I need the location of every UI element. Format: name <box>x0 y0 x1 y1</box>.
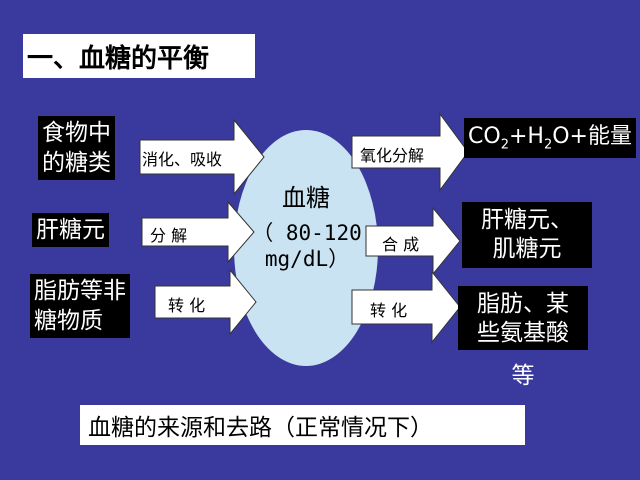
blood-sugar-ellipse <box>234 130 378 366</box>
arrow-conversion-right <box>351 270 461 344</box>
label-synthesis: 合 成 <box>382 235 420 254</box>
range-line-1: （ 80-120 <box>252 221 362 245</box>
energy-text: O+能量 <box>552 124 632 149</box>
co2-text: CO <box>468 124 501 149</box>
source-glycogen: 肝糖元 <box>32 213 109 247</box>
slide-title: 一、血糖的平衡 <box>23 34 255 78</box>
blood-sugar-title: 血糖 <box>282 184 330 212</box>
arrow-oxidation <box>351 112 469 192</box>
label-digestion: 消化、吸收 <box>142 150 223 169</box>
source-non-sugar: 脂肪等非 糖物质 <box>30 274 130 338</box>
dest-fat-amino-acids: 脂肪、某 些氨基酸 <box>458 286 588 350</box>
arrow-decomposition <box>141 200 255 264</box>
label-oxidation: 氧化分解 <box>360 146 425 165</box>
dest-co2-water-energy: CO2+H2O+能量 <box>464 118 636 158</box>
label-conversion-left: 转 化 <box>168 296 206 315</box>
source-non-sugar-line-1: 脂肪等非 <box>34 278 126 304</box>
source-food-line-2: 的糖类 <box>42 150 111 176</box>
blood-sugar-label: 血糖 <box>236 184 376 212</box>
source-non-sugar-line-2: 糖物质 <box>34 308 103 334</box>
dest-fat-line-2: 些氨基酸 <box>477 320 569 346</box>
dest-glycogen-line-2: 肌糖元 <box>492 236 562 262</box>
dest-fat-line-1: 脂肪、某 <box>477 291 569 317</box>
source-food-line-1: 食物中 <box>42 120 111 146</box>
arrow-digestion <box>139 118 265 196</box>
blood-sugar-range: （ 80-120 mg/dL） <box>232 220 382 272</box>
dest-glycogen: 肝糖元、 肌糖元 <box>462 202 592 268</box>
range-line-2: mg/dL） <box>264 247 350 271</box>
label-decomposition: 分 解 <box>150 226 188 245</box>
diagram-caption: 血糖的来源和去路（正常情况下） <box>80 405 525 445</box>
co2-subscript: 2 <box>500 137 509 153</box>
source-food-carbohydrates: 食物中 的糖类 <box>38 116 115 180</box>
h2o-subscript: 2 <box>543 137 553 153</box>
h2o-text: +H <box>508 124 544 149</box>
dest-fat-line-3: 等 <box>511 363 535 389</box>
dest-glycogen-line-1: 肝糖元、 <box>481 207 573 233</box>
arrow-conversion-left <box>154 268 257 336</box>
label-conversion-right: 转 化 <box>370 301 408 320</box>
source-glycogen-label: 肝糖元 <box>36 217 105 243</box>
arrow-synthesis <box>365 206 461 276</box>
